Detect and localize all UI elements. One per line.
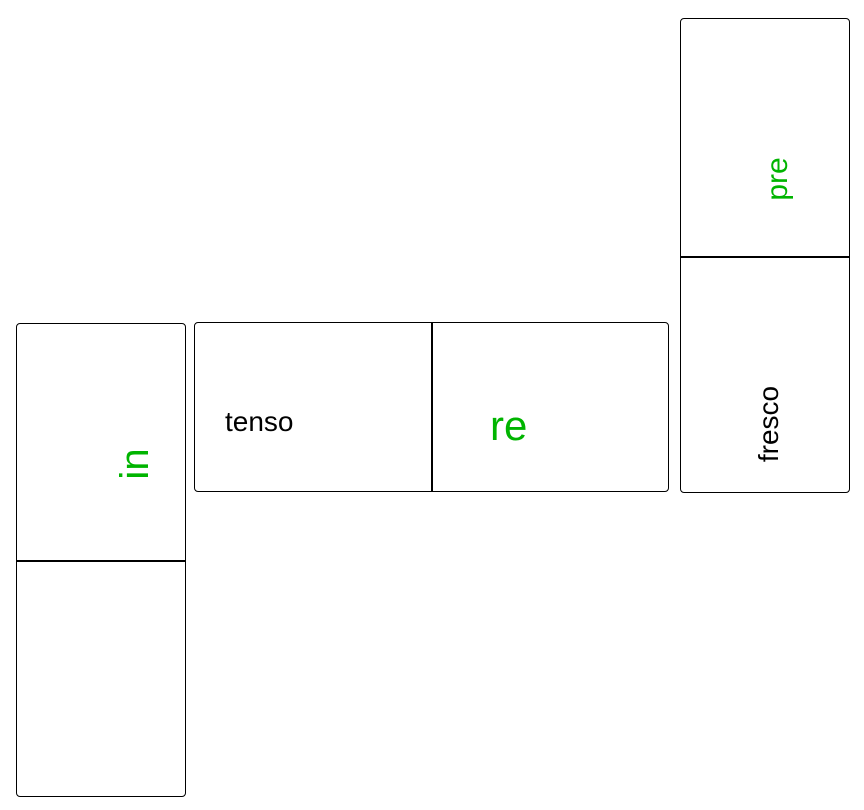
domino-divider xyxy=(431,323,433,491)
domino-in-mirar: in xyxy=(16,323,186,797)
prefix-label-in: in xyxy=(113,448,157,480)
prefix-label-pre: pre xyxy=(761,157,794,201)
prefix-label-re: re xyxy=(490,402,528,449)
domino-divider xyxy=(17,560,185,562)
word-label-fresco: fresco xyxy=(753,385,784,463)
domino-tenso-re: tenso re xyxy=(194,322,669,492)
domino-divider xyxy=(681,256,849,258)
word-label-tenso: tenso xyxy=(225,406,294,437)
domino-pre-fresco: pre fresco xyxy=(680,18,850,493)
